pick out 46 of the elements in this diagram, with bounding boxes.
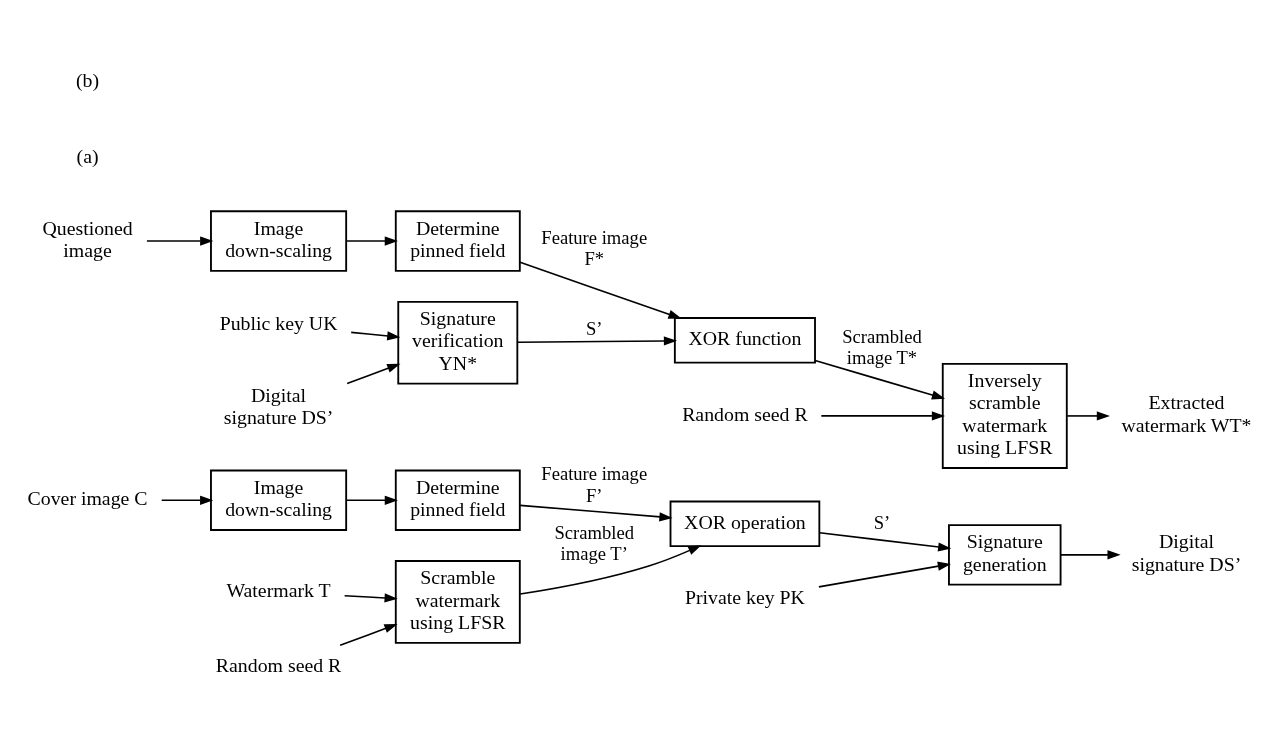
arrow xyxy=(1066,410,1110,421)
node-box: XOR function xyxy=(673,316,816,364)
arrow xyxy=(343,592,398,603)
arrow xyxy=(160,495,214,505)
arrow xyxy=(345,495,398,505)
edge-label: S’ xyxy=(585,317,603,339)
node-text: Watermark T xyxy=(226,578,331,601)
edge-label: Scrambled image T* xyxy=(842,325,922,368)
node-box: Scramble watermark using LFSR xyxy=(394,559,521,644)
node-text: Public key UK xyxy=(219,311,338,334)
arrow xyxy=(146,235,214,246)
arrow xyxy=(339,623,398,646)
node-box: Image down-scaling xyxy=(210,469,348,531)
arrow xyxy=(519,544,702,595)
arrow xyxy=(818,561,951,588)
node-text: Digital signature DS’ xyxy=(223,383,334,428)
node-box: XOR operation xyxy=(669,500,821,547)
node-box: Determine pinned field xyxy=(394,209,521,272)
node-text: Random seed R xyxy=(215,653,342,676)
arrow xyxy=(814,359,946,399)
label: (b) xyxy=(76,68,100,91)
arrow xyxy=(519,261,682,319)
node-box: Signature verification YN* xyxy=(397,300,519,385)
edge-label: Scrambled image T’ xyxy=(554,521,634,564)
arrow xyxy=(820,410,945,421)
label: (a) xyxy=(76,144,99,167)
node-text: Extracted watermark WT* xyxy=(1121,390,1252,436)
node-text: Questioned image xyxy=(42,216,133,261)
arrow xyxy=(516,335,678,346)
node-text: Private key PK xyxy=(684,585,805,608)
edge-label: Feature image F* xyxy=(541,226,648,269)
arrow xyxy=(818,531,952,552)
node-box: Inversely scramble watermark using LFSR xyxy=(941,362,1068,469)
edge-label: S’ xyxy=(873,511,891,533)
arrow xyxy=(350,330,401,341)
node-text: Cover image C xyxy=(27,486,148,509)
node-box: Image down-scaling xyxy=(210,209,348,272)
arrow xyxy=(346,363,401,384)
arrow xyxy=(1059,549,1121,559)
node-box: Signature generation xyxy=(948,523,1062,586)
edge-label: Feature image F’ xyxy=(541,462,648,506)
arrow xyxy=(345,235,398,246)
node-box: Determine pinned field xyxy=(394,469,521,531)
node-text: Digital signature DS’ xyxy=(1131,529,1242,575)
node-text: Random seed R xyxy=(682,402,808,425)
arrow xyxy=(519,504,673,521)
